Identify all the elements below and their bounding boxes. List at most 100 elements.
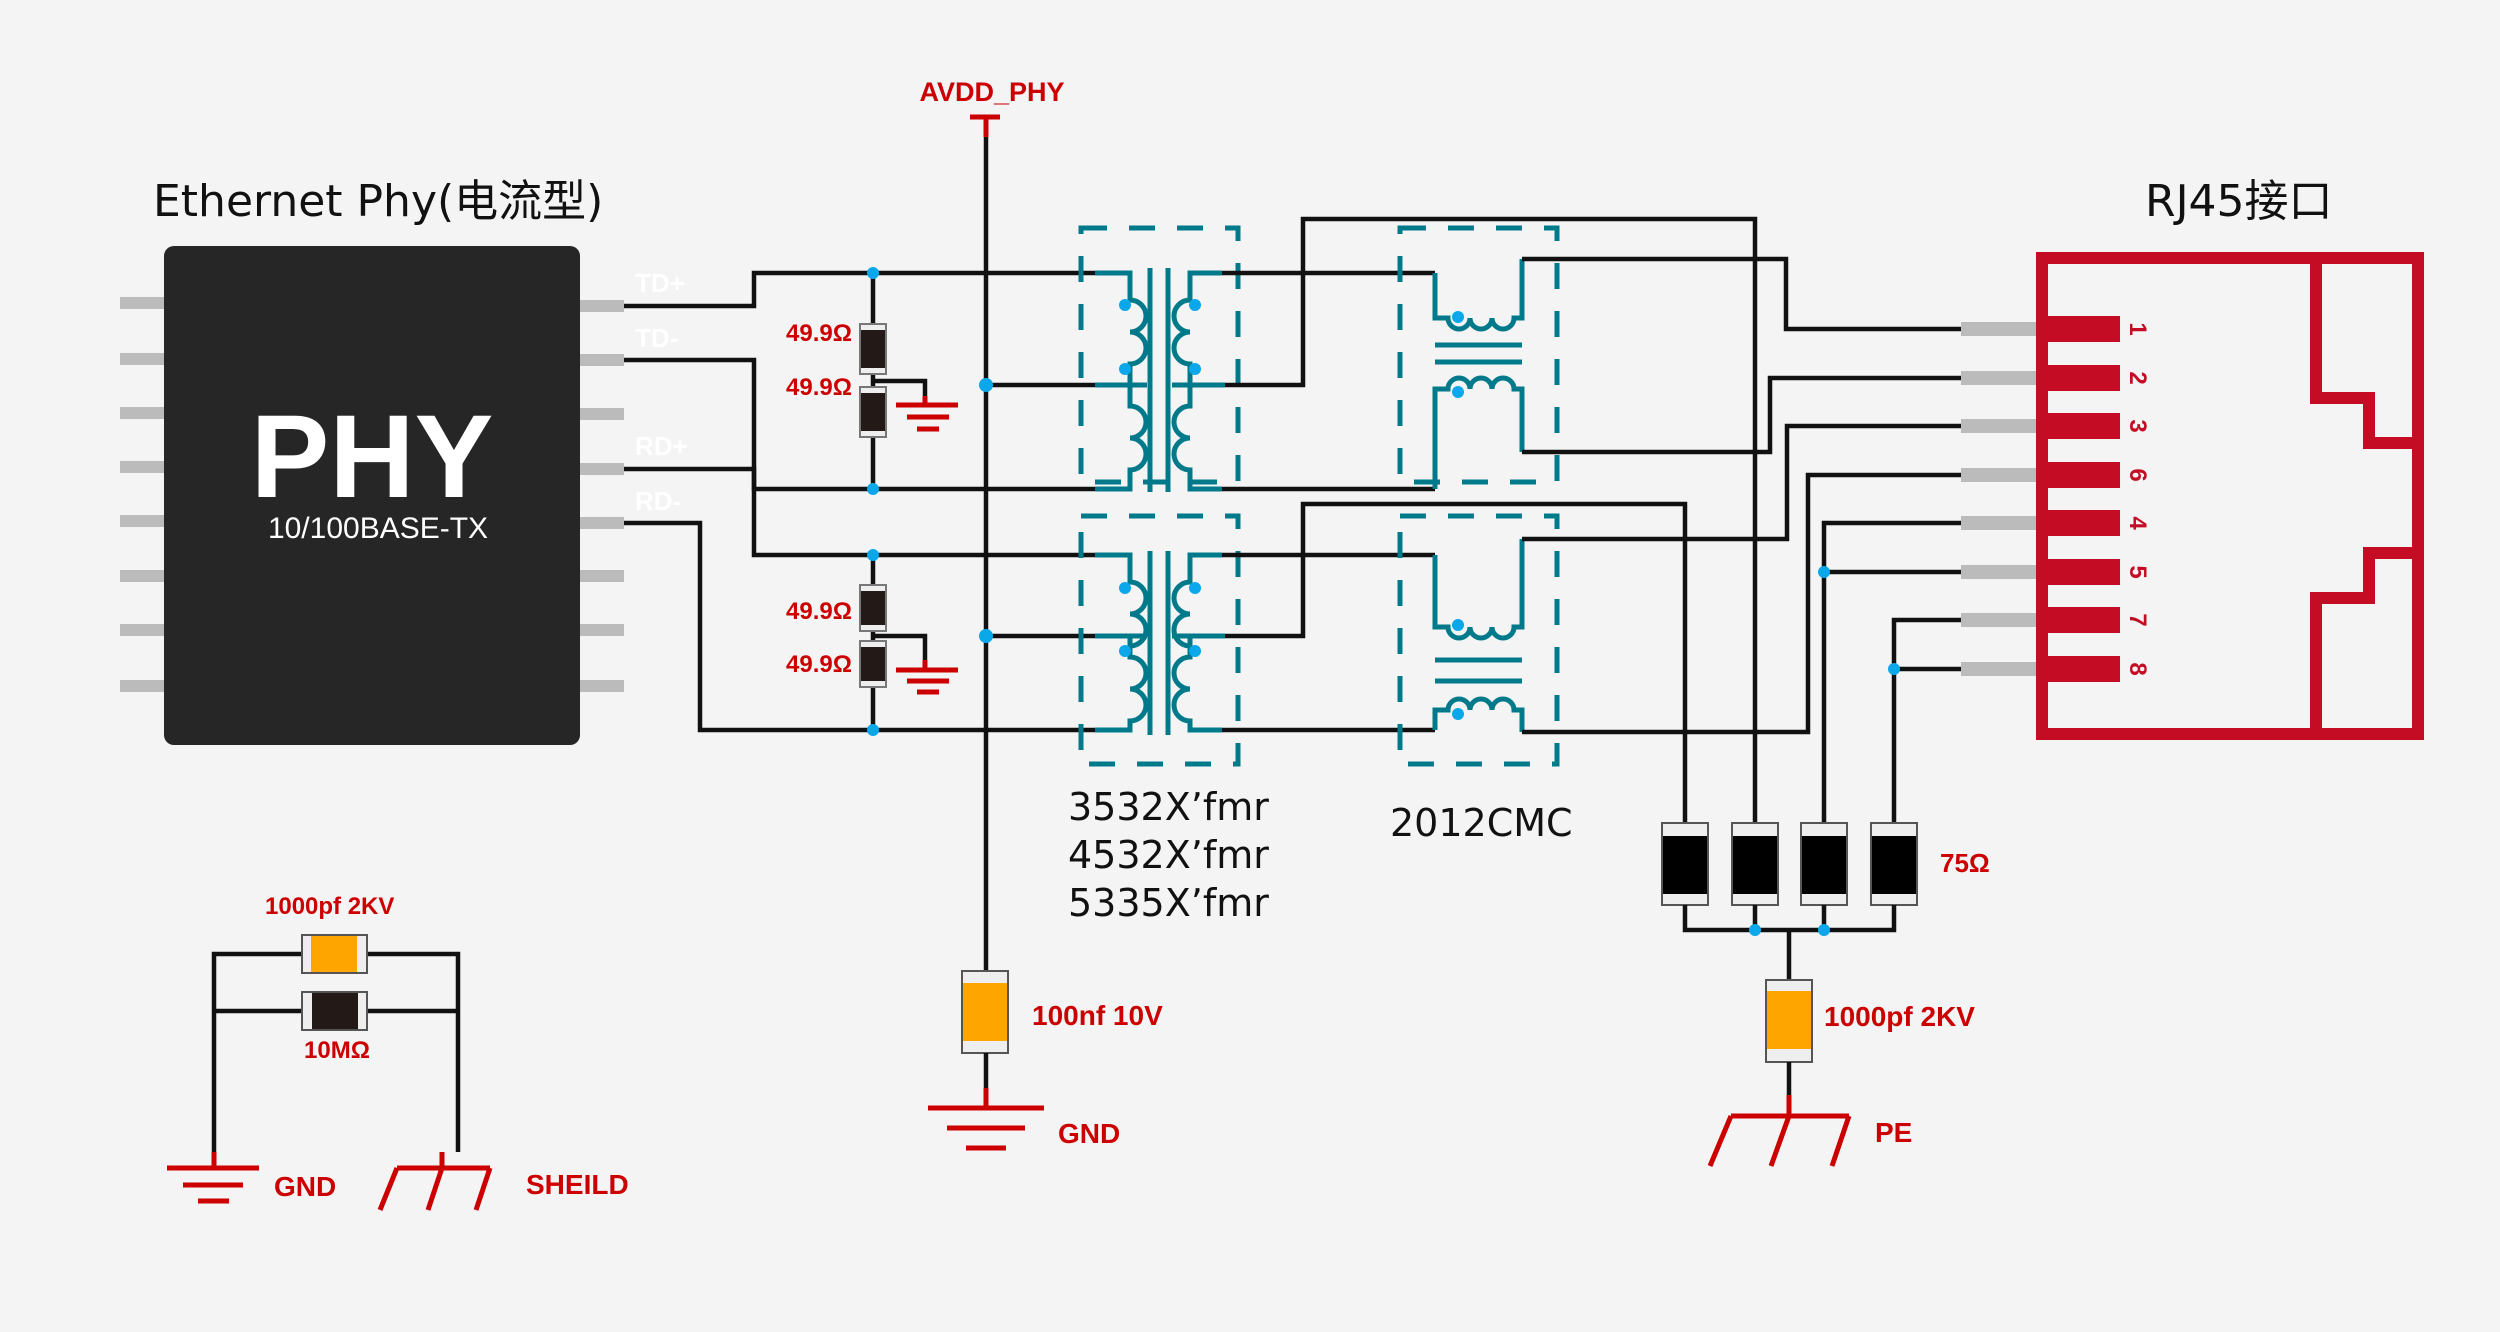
avdd-decoupling: 100nf 10V GND [928,970,1163,1151]
junction-dot [1888,663,1900,675]
phy-pin-rd-plus [578,463,624,475]
rj45-pin-number: 3 [2124,419,2151,432]
rj45-pin-stub [1961,419,2036,433]
cap-fill [963,983,1007,1041]
cmc-outline [1397,225,1560,485]
transformer-secondary-coil [1171,552,1225,733]
decoupling-cap-label: 100nf 10V [1032,1000,1163,1031]
tx-wires [624,270,1095,492]
phy-pin-td-minus [578,354,624,366]
wire-td-plus [624,270,1095,309]
rx-resistor-2-body [861,647,885,681]
tx-resistor-2-label: 49.9Ω [786,374,852,401]
junction-dot [979,629,993,643]
shield-cap-label: 1000pf 2KV [265,893,394,920]
pin-label-td-plus: TD+ [635,268,685,298]
resistor-75-body [1802,836,1846,894]
resistor-75-label: 75Ω [1940,848,1990,878]
tx-resistor-2-body [861,393,885,431]
transformer-primary-coil [1095,270,1149,492]
rx-resistor-1-label: 49.9Ω [786,598,852,625]
transformer-rx [1078,513,1241,767]
phy-pin-rd-minus [578,517,624,529]
ground-icon [896,660,958,695]
cmc-outline [1397,513,1560,767]
transformer-tx [1078,225,1241,492]
polarity-dot [1119,363,1131,375]
wire [211,951,302,1152]
cmc-coil-top [1432,259,1525,332]
rj45-title: RJ45接口 [2145,176,2333,227]
bob-smith-cap-label: 1000pf 2KV [1824,1001,1975,1032]
wire-pin3 [1522,423,1961,542]
wire-pin1 [1522,256,1961,332]
junction-dot [867,267,879,279]
tx-termination: 49.9Ω 49.9Ω [786,267,993,495]
phy-pin [578,680,624,692]
wire-tx-secondary-center-tap [1225,216,1758,823]
wire-tx-term-gnd [873,378,928,396]
junction-dot [867,483,879,495]
rj45-pin-pad [2036,413,2120,439]
transformer-label-3: 5335X’fmr [1068,881,1269,925]
junction-dot [867,549,879,561]
phy-pin [120,515,166,527]
phy-title: Ethernet Phy(电流型) [153,176,603,227]
rj45-pin-stub [1961,565,2036,579]
wire-rx-secondary-center-tap [1225,501,1688,823]
junction-dot [1818,566,1830,578]
cap-fill [1767,991,1811,1049]
junction-dot [867,724,879,736]
polarity-dot [1452,311,1464,323]
polarity-dot [1189,299,1201,311]
phy-pin [120,297,166,309]
tx-resistor-1-body [861,330,885,368]
pin-label-td-minus: TD- [635,323,678,353]
phy-pin [120,407,166,419]
avdd-rail: AVDD_PHY [919,77,1065,970]
phy-subtitle: 10/100BASE-TX [268,512,488,545]
phy-pin [578,408,624,420]
rj45-pin-stub [1961,468,2036,482]
cmc-tx [1397,225,1560,489]
tx-resistor-1-label: 49.9Ω [786,320,852,347]
junction-dot [979,378,993,392]
polarity-dot [1189,582,1201,594]
rj45-tab-lower [2310,547,2418,734]
phy-pin [120,624,166,636]
polarity-dot [1119,582,1131,594]
rj45-pin-number: 1 [2124,322,2151,335]
wire-rx-term-gnd [873,633,928,660]
cmc-rj45-wires [1522,256,1961,823]
phy-pin [120,461,166,473]
resistor-75-body [1733,836,1777,894]
pe-ground-icon [1707,1095,1852,1167]
rj45-pin-pad [2036,559,2120,585]
polarity-dot [1189,645,1201,657]
rj45-pin-stub [1961,662,2036,676]
pin-label-rd-minus: RD- [635,486,681,516]
polarity-dot [1452,619,1464,631]
bob-smith-network: 75Ω 1000pf 2KV PE [1661,822,1990,1167]
transformer-label-2: 4532X’fmr [1068,833,1269,877]
shield-label: SHEILD [526,1169,629,1200]
rj45-body [2036,252,2424,740]
gnd-label: GND [1058,1118,1120,1149]
cmc-coil-bottom [1432,375,1525,489]
rx-termination: 49.9Ω 49.9Ω [786,549,993,736]
wire-rd-minus [624,520,1095,733]
phy-left-pins [120,297,166,692]
phy-pin [120,680,166,692]
rj45-pin-stub [1961,613,2036,627]
chassis-ground-icon [377,1152,493,1211]
xfmr-cmc-wires [1222,216,1758,823]
phy-body [164,246,580,745]
wire-pin6 [1522,472,1961,735]
pe-label: PE [1875,1117,1912,1148]
rx-resistor-1-body [861,591,885,625]
rj45-pin-pad [2036,316,2120,342]
ground-icon [928,1088,1044,1151]
